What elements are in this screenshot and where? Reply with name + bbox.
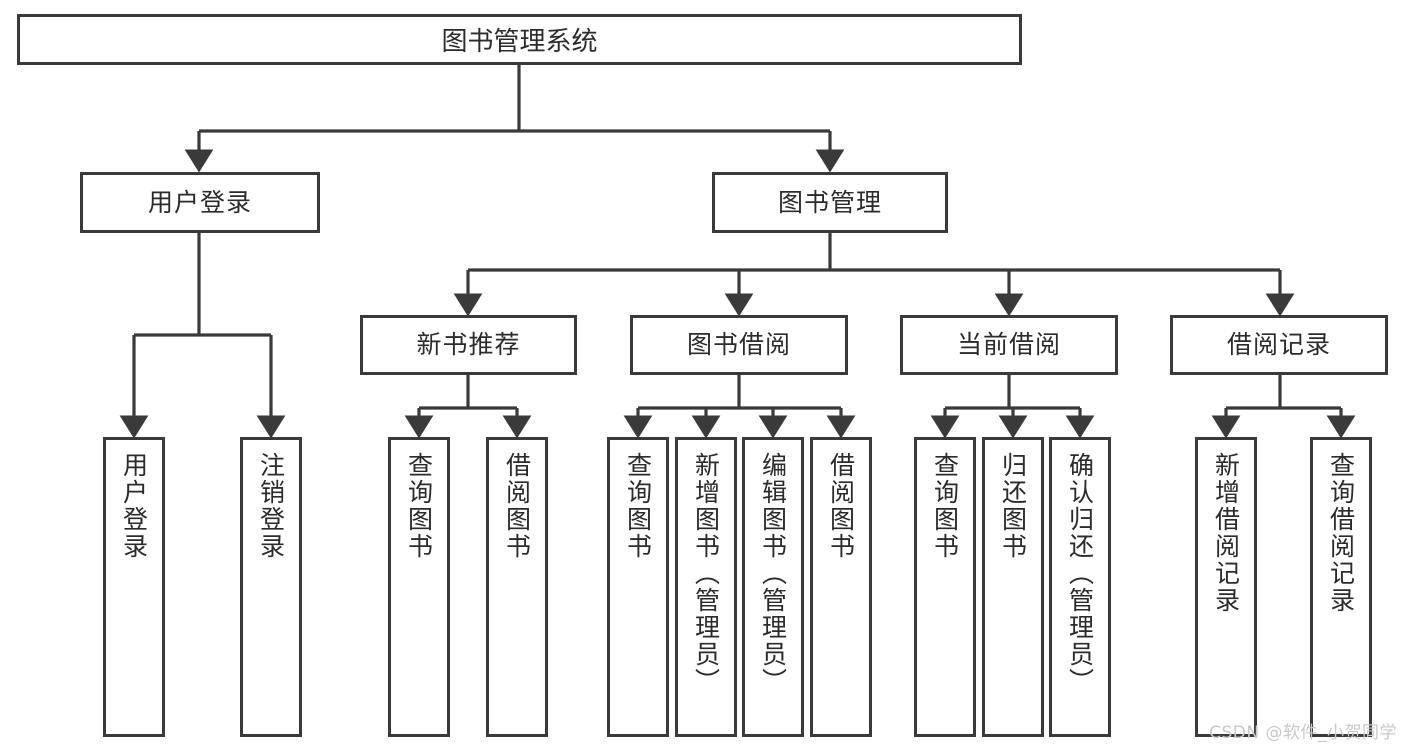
node-label: 图书管理系统 [441,27,598,57]
leaf-add-borrow-record[interactable]: 新增借阅记录 [1195,437,1257,737]
node-label: 新书推荐 [416,330,521,360]
node-book-borrow[interactable]: 图书借阅 [630,315,848,375]
leaf-borrow-book-recommend[interactable]: 借阅图书 [486,437,548,737]
node-label: 用户登录 [147,187,252,217]
leaf-label: 查询图书 [930,452,960,560]
leaf-label: 借阅图书 [826,452,856,560]
node-root-system[interactable]: 图书管理系统 [17,14,1022,65]
node-label: 当前借阅 [956,330,1061,360]
leaf-query-book-borrow[interactable]: 查询图书 [607,437,669,737]
node-label: 借阅记录 [1226,330,1331,360]
leaf-label: 归还图书 [998,452,1028,560]
node-label: 图书管理 [777,187,882,217]
node-label: 图书借阅 [686,330,791,360]
node-borrow-record[interactable]: 借阅记录 [1170,315,1388,375]
leaf-label: 确认归还（管理员） [1065,452,1095,695]
leaf-label: 新增图书（管理员） [691,452,721,695]
leaf-label: 新增借阅记录 [1211,452,1241,614]
node-book-manage[interactable]: 图书管理 [712,172,948,233]
leaf-label: 注销登录 [256,452,286,560]
leaf-edit-book[interactable]: 编辑图书（管理员） [742,437,804,737]
leaf-borrow-book[interactable]: 借阅图书 [810,437,872,737]
leaf-add-book[interactable]: 新增图书（管理员） [675,437,737,737]
leaf-query-book-recommend[interactable]: 查询图书 [388,437,450,737]
leaf-label: 查询图书 [404,452,434,560]
leaf-label: 编辑图书（管理员） [758,452,788,695]
node-user-login[interactable]: 用户登录 [80,172,320,233]
csdn-watermark: CSDN @软件_小贺同学 [1209,723,1397,743]
leaf-label: 借阅图书 [502,452,532,560]
leaf-return-book[interactable]: 归还图书 [982,437,1044,737]
leaf-confirm-return[interactable]: 确认归还（管理员） [1049,437,1111,737]
node-new-book-recommend[interactable]: 新书推荐 [360,315,577,375]
node-current-borrow[interactable]: 当前借阅 [900,315,1118,375]
leaf-label: 查询借阅记录 [1326,452,1356,614]
leaf-user-login[interactable]: 用户登录 [103,437,165,737]
leaf-query-borrow-record[interactable]: 查询借阅记录 [1310,437,1372,737]
leaf-query-book-current[interactable]: 查询图书 [914,437,976,737]
leaf-label: 查询图书 [623,452,653,560]
leaf-logout[interactable]: 注销登录 [240,437,302,737]
leaf-label: 用户登录 [119,452,149,560]
